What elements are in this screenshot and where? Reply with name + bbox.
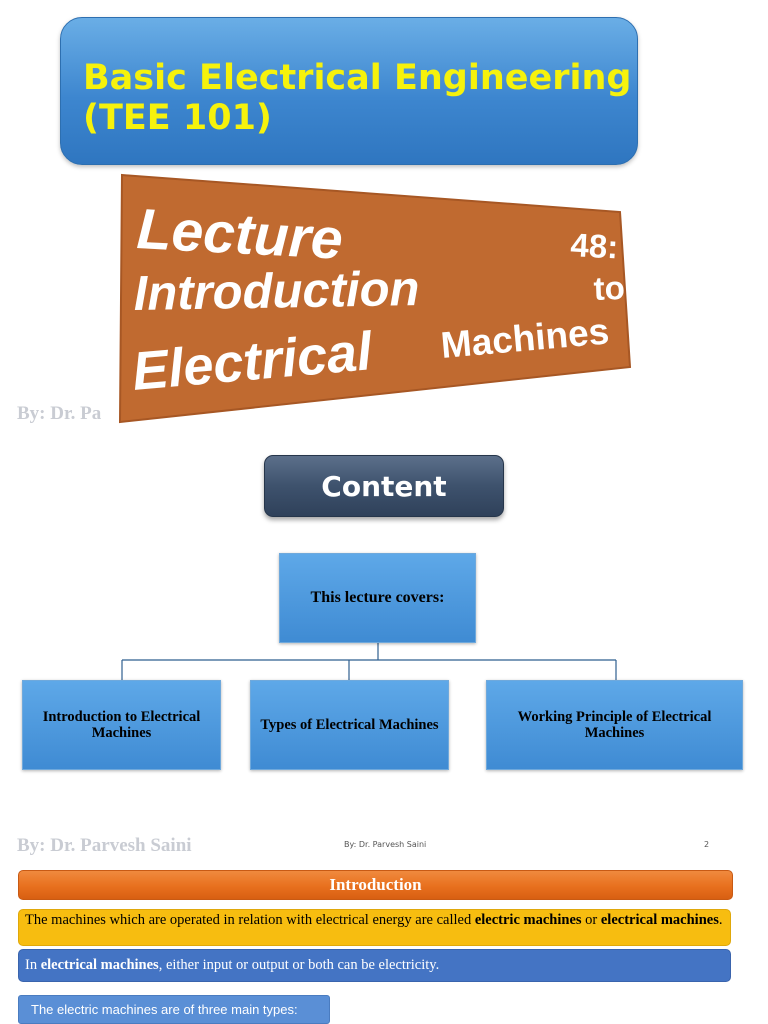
org-chart-child-working-principle: Working Principle of Electrical Machines (486, 680, 743, 770)
definition-text-start: The machines which are operated in relat… (25, 912, 475, 928)
page-number: 2 (704, 840, 710, 849)
course-title: Basic Electrical Engineering (83, 58, 632, 98)
lecture-title-banner: Lecture 48: Introduction to Electrical M… (118, 173, 632, 424)
electricity-text-end: , either input or output or both can be … (158, 957, 440, 973)
lecture-word-to: to (593, 269, 625, 307)
definition-paragraph: The machines which are operated in relat… (18, 909, 731, 946)
lecture-word-lecture: Lecture (135, 197, 344, 272)
byline: By: Dr. Parvesh Saini (17, 835, 192, 856)
course-code: (TEE 101) (83, 98, 272, 138)
machine-types-heading: The electric machines are of three main … (18, 995, 330, 1024)
byline-partial: By: Dr. Pa (17, 403, 102, 424)
org-chart-child-types: Types of Electrical Machines (250, 680, 449, 770)
content-heading: Content (264, 455, 504, 517)
electricity-term: electrical machines (40, 957, 159, 973)
definition-text-end: . (718, 912, 723, 928)
definition-text-mid: or (581, 912, 601, 928)
lecture-word-number: 48: (570, 226, 620, 265)
org-chart-root: This lecture covers: (279, 553, 476, 643)
org-chart-child-introduction: Introduction to Electrical Machines (22, 680, 221, 770)
org-chart-connectors (121, 643, 617, 680)
footer-author: By: Dr. Parvesh Saini (344, 840, 427, 849)
lecture-word-introduction: Introduction (133, 262, 420, 321)
definition-term-electric-machines: electric machines (474, 912, 582, 928)
course-title-box: Basic Electrical Engineering (TEE 101) (60, 17, 638, 165)
definition-term-electrical-machines: electrical machines (600, 912, 719, 928)
electricity-paragraph: In electrical machines, either input or … (18, 949, 731, 982)
introduction-header: Introduction (18, 870, 733, 900)
electricity-text-start: In (25, 957, 41, 973)
